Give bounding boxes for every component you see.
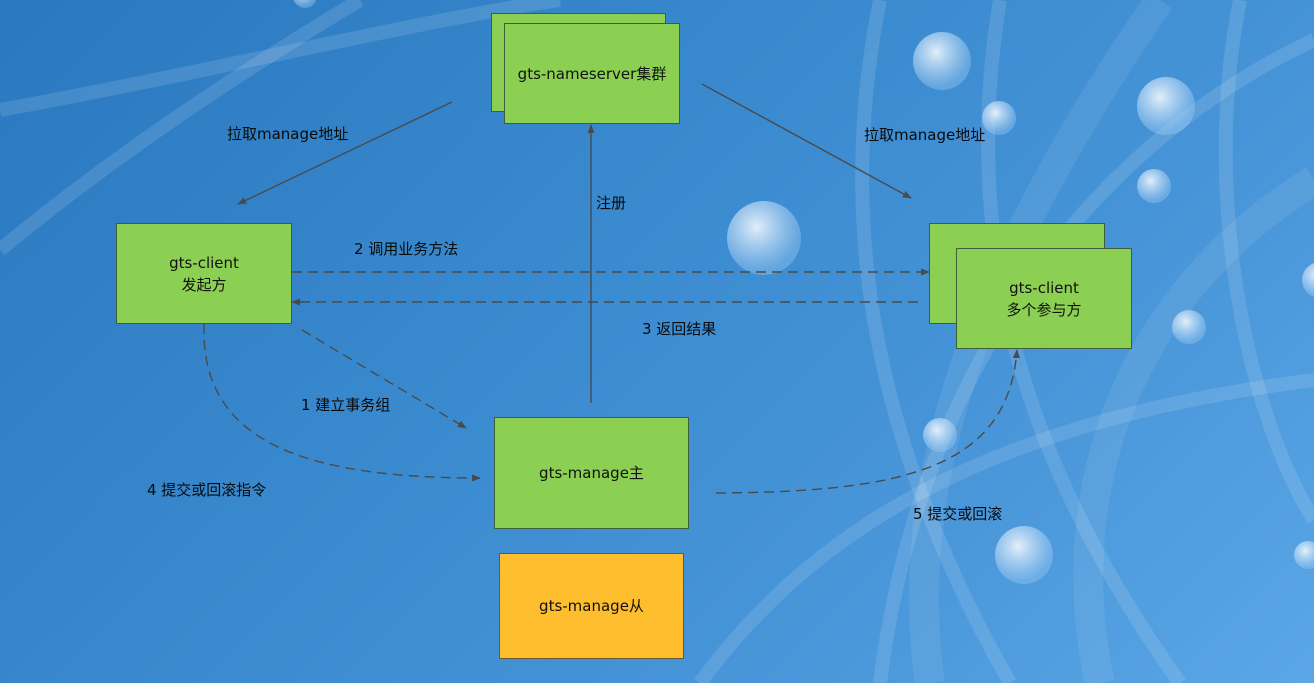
manage-master-node[interactable]: gts-manage主 (494, 417, 689, 529)
client-initiator-line2: 发起方 (181, 275, 227, 294)
client-initiator-line1: gts-client (169, 253, 239, 272)
label-build: 1 建立事务组 (301, 396, 391, 414)
manage-slave-label: gts-manage从 (539, 597, 644, 615)
edge-commit-rollback (715, 349, 1020, 494)
label-return: 3 返回结果 (642, 320, 717, 338)
client-participants-line2: 多个参与方 (1006, 300, 1082, 319)
label-call: 2 调用业务方法 (354, 240, 459, 258)
label-pull-right: 拉取manage地址 (864, 126, 986, 144)
manage-slave-node[interactable]: gts-manage从 (499, 553, 684, 659)
edge-pull-right (701, 83, 912, 199)
nameserver-node[interactable]: gts-nameserver集群 (504, 23, 680, 124)
nameserver-label: gts-nameserver集群 (517, 64, 667, 83)
client-participants-line1: gts-client (1009, 278, 1079, 297)
client-participants-node[interactable]: gts-client 多个参与方 (956, 248, 1132, 349)
manage-master-label: gts-manage主 (539, 464, 644, 482)
edge-pull-left (237, 101, 453, 205)
label-register: 注册 (596, 194, 627, 212)
edge-commit-rollback-cmd (203, 323, 481, 482)
label-pull-left: 拉取manage地址 (227, 125, 349, 143)
client-initiator-node[interactable]: gts-client 发起方 (116, 223, 292, 324)
label-commit-rollback: 5 提交或回滚 (913, 505, 1003, 523)
label-commit-rollback-cmd: 4 提交或回滚指令 (147, 481, 267, 499)
bubbles (293, 0, 1314, 584)
